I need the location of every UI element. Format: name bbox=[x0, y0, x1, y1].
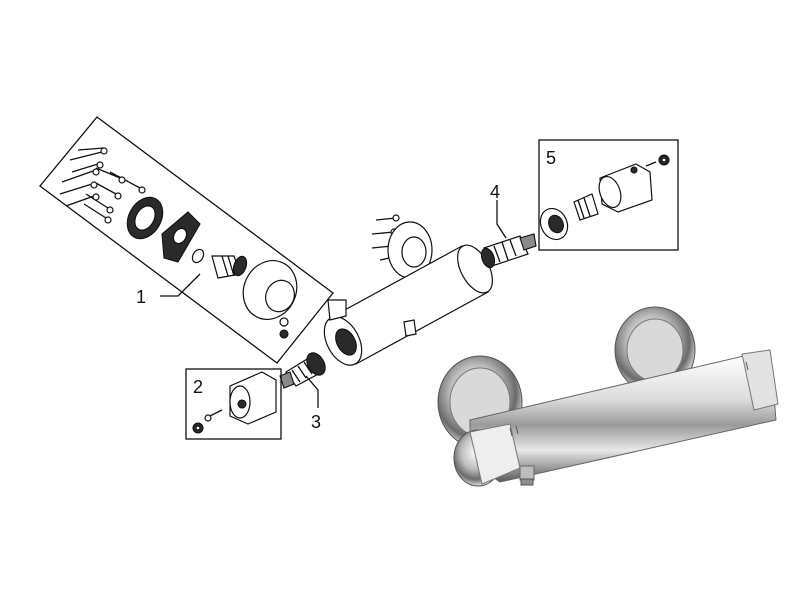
upper-wall-fitting bbox=[371, 214, 433, 279]
cover-shroud bbox=[242, 260, 298, 320]
callout-1: 1 bbox=[136, 287, 146, 307]
screws-and-plugs bbox=[59, 147, 146, 224]
part-2-handle bbox=[185, 368, 282, 440]
assembled-shower-valve bbox=[437, 306, 779, 487]
callout-5: 5 bbox=[546, 148, 556, 168]
part-5-flow-handle bbox=[538, 139, 679, 251]
leader-3 bbox=[305, 375, 319, 408]
kit-1-wall-fixings bbox=[39, 116, 334, 364]
callout-3: 3 bbox=[311, 412, 321, 432]
o-ring bbox=[191, 248, 205, 264]
part-4-valve bbox=[480, 233, 537, 269]
mounting-bracket bbox=[161, 211, 201, 263]
leader-1 bbox=[160, 273, 201, 297]
callout-4: 4 bbox=[490, 182, 500, 202]
threaded-connector bbox=[211, 255, 248, 279]
part-3-cartridge bbox=[279, 352, 326, 389]
part-5-frame bbox=[538, 139, 679, 251]
wall-plate bbox=[126, 196, 164, 240]
leader-4 bbox=[496, 200, 507, 239]
mixer-body bbox=[323, 214, 493, 366]
kit-1-frame bbox=[39, 116, 334, 364]
callout-2: 2 bbox=[193, 377, 203, 397]
part-2-frame bbox=[185, 368, 282, 440]
